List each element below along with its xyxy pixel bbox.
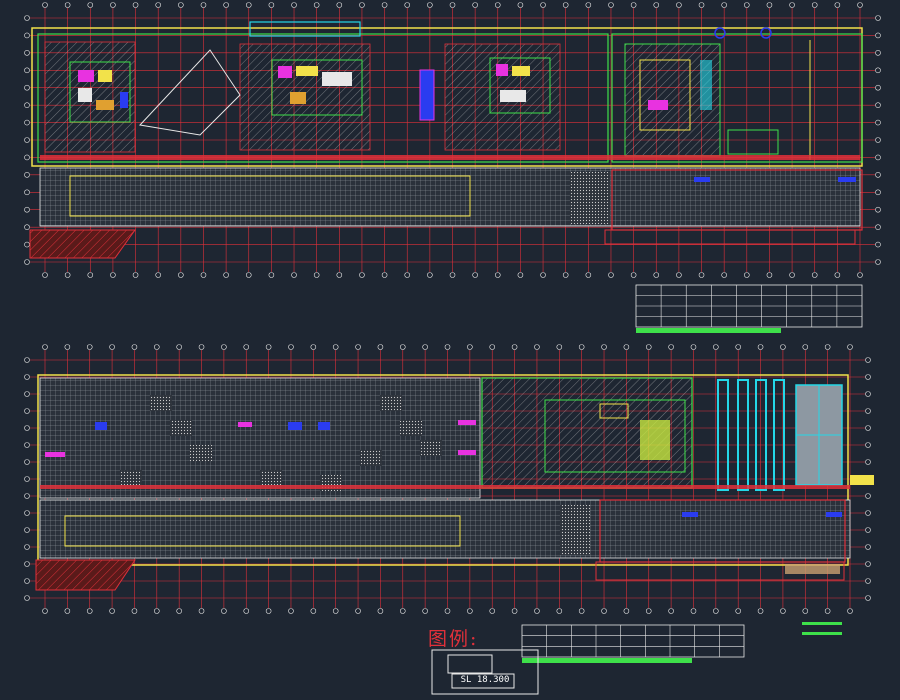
room-cluster-mid <box>271 59 363 116</box>
schedule-table-lower <box>521 622 842 663</box>
lower-floor-plan <box>24 344 874 614</box>
stair-bays <box>717 379 843 491</box>
room-cluster-left <box>69 61 131 123</box>
schedule-table-upper <box>635 284 863 333</box>
legend-elevation-box <box>431 649 539 695</box>
room-cluster-right <box>489 57 551 114</box>
legend-title: 图例: <box>428 628 479 650</box>
upper-floor-plan <box>24 2 881 278</box>
elevation-label: SL 18.300 <box>460 675 510 685</box>
east-core <box>611 27 863 163</box>
